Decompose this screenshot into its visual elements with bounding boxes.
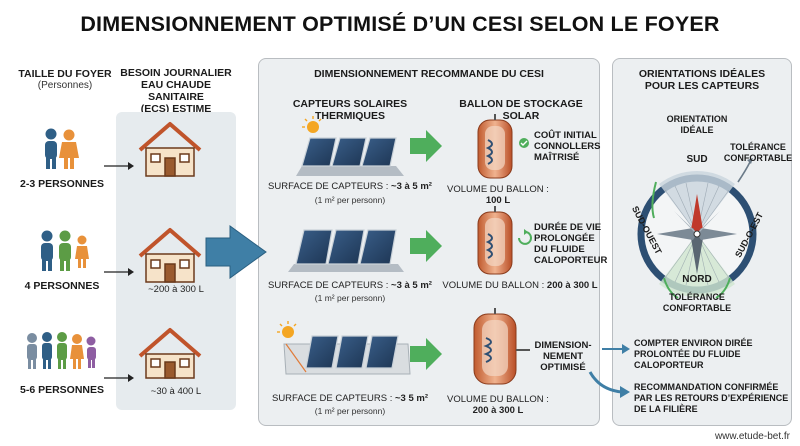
tol-bot-line2: CONFORTABLE bbox=[662, 303, 732, 313]
surface-note-2: (1 m² per personn) bbox=[314, 293, 386, 303]
note-2-line3: DE LA FILIÈRE bbox=[634, 404, 698, 414]
solar-panels-3-icon bbox=[277, 321, 411, 375]
solar-panels-1-icon bbox=[296, 116, 404, 176]
benefit-1-line3: MAÎTRISÉ bbox=[534, 152, 580, 163]
benefit-1: COÛT INITIAL CONNOLLERS MAÎTRISÉ bbox=[534, 130, 604, 163]
big-blue-arrow bbox=[205, 225, 267, 279]
surface-label-2: SURFACE DE CAPTEURS : ~3 à 5 m² bbox=[262, 280, 438, 291]
note-1-line3: CALOPORTEUR bbox=[634, 360, 704, 370]
volume-value-3: 200 à 300 L bbox=[472, 405, 524, 416]
house-2-icon bbox=[138, 228, 202, 283]
surface-label-1: SURFACE DE CAPTEURS : ~3 à 5 m² bbox=[262, 181, 438, 192]
compass-sud: SUD bbox=[686, 154, 708, 165]
volume-text-2: VOLUME DU BALLON : bbox=[442, 280, 547, 291]
volume-label-2: VOLUME DU BALLON : 200 à 300 L bbox=[440, 280, 600, 291]
surface-note-1: (1 m² per personn) bbox=[314, 195, 386, 205]
note-arrows bbox=[588, 344, 630, 398]
household-header-subtitle: (Personnes) bbox=[37, 80, 93, 91]
volume-label-3: VOLUME DU BALLON : 200 à 300 L bbox=[440, 394, 556, 416]
volume-label-1: VOLUME DU BALLON : 100 L bbox=[440, 184, 556, 206]
need-label-2: ~200 à 300 L bbox=[148, 284, 204, 295]
benefit-2-line4: CALOPORTEUR bbox=[534, 255, 608, 266]
household-header-title: TAILLE DU FOYER bbox=[18, 68, 112, 80]
household-header: TAILLE DU FOYER (Personnes) bbox=[14, 68, 116, 92]
refresh-icon bbox=[518, 229, 532, 245]
compass-nord: NORD bbox=[682, 274, 712, 285]
ballon-header: BALLON DE STOCKAGE SOLAR bbox=[459, 98, 583, 122]
orientation-title-line1: ORIENTATIONS IDÉALES bbox=[638, 68, 766, 80]
surface-label-3: SURFACE DE CAPTEURS : ~3 5 m² bbox=[262, 393, 438, 404]
benefit-3: DIMENSION- NEMENT OPTIMISÉ bbox=[528, 340, 598, 373]
tank-2-icon bbox=[477, 206, 513, 275]
house-1-icon bbox=[138, 122, 202, 177]
need-label-3: ~30 à 400 L bbox=[150, 386, 202, 397]
benefit-2-line2: PROLONGÉE bbox=[534, 233, 595, 244]
ideal-line2: IDÉALE bbox=[680, 125, 714, 135]
surface-value-3: ~3 5 m² bbox=[394, 393, 428, 404]
surface-text-3: SURFACE DE CAPTEURS : bbox=[271, 393, 395, 404]
people-4-icon bbox=[41, 230, 89, 271]
volume-text-3: VOLUME DU BALLON : bbox=[447, 394, 549, 405]
note-1-line1: COMPTER ENVIRON DIRÉE bbox=[634, 338, 753, 348]
surface-note-3: (1 m² per personn) bbox=[314, 406, 386, 416]
volume-text-1: VOLUME DU BALLON : bbox=[447, 184, 549, 195]
volume-value-1: 100 L bbox=[485, 195, 511, 206]
compass-icon bbox=[637, 158, 757, 299]
benefit-1-line1: COÛT INITIAL bbox=[534, 130, 597, 141]
note-2-line2: PAR LES RETOURS D’EXPÉRIENCE bbox=[634, 393, 789, 403]
ideal-orientation-label: ORIENTATION IDÉALE bbox=[652, 114, 742, 136]
note-1-line2: PROLONTÉE DU FLUIDE bbox=[634, 349, 741, 359]
ecs-header-line2: EAU CHAUDE SANITAIRE bbox=[140, 79, 211, 103]
check-icon bbox=[519, 138, 529, 148]
orientation-title-line2: POUR LES CAPTEURS bbox=[644, 80, 760, 92]
surface-value-2: ~3 à 5 m² bbox=[391, 280, 432, 291]
tank-3-icon bbox=[473, 308, 530, 385]
green-arrows bbox=[410, 130, 442, 370]
benefit-2-line3: DU FLUIDE bbox=[534, 244, 585, 255]
note-2: RECOMMANDATION CONFIRMÉE PAR LES RETOURS… bbox=[634, 382, 796, 415]
tank-1-icon bbox=[477, 114, 513, 179]
benefit-3-line3: OPTIMISÉ bbox=[540, 362, 586, 373]
page-title: DIMENSIONNEMENT OPTIMISÉ D’UN CESI SELON… bbox=[80, 12, 720, 36]
note-1: COMPTER ENVIRON DIRÉE PROLONTÉE DU FLUID… bbox=[634, 338, 794, 371]
household-label-1: 2-3 PERSONNES bbox=[19, 178, 105, 190]
ideal-line1: ORIENTATION bbox=[666, 114, 728, 124]
surface-value-1: ~3 à 5 m² bbox=[391, 181, 432, 192]
note-2-line1: RECOMMANDATION CONFIRMÉE bbox=[634, 382, 779, 392]
surface-text-1: SURFACE DE CAPTEURS : bbox=[268, 181, 392, 192]
people-2-3-icon bbox=[45, 128, 79, 169]
benefit-1-line2: CONNOLLERS bbox=[534, 141, 601, 152]
benefit-3-line2: NEMENT bbox=[542, 351, 584, 362]
benefit-3-line1: DIMENSION- bbox=[534, 340, 592, 351]
surface-text-2: SURFACE DE CAPTEURS : bbox=[268, 280, 392, 291]
household-label-2: 4 PERSONNES bbox=[24, 280, 100, 292]
benefit-2: DURÉE DE VIE PROLONGÉE DU FLUIDE CALOPOR… bbox=[534, 222, 608, 266]
house-3-icon bbox=[138, 328, 202, 379]
tolerance-top-label: TOLÉRANCE CONFORTABLE bbox=[718, 142, 798, 164]
benefit-2-line1: DURÉE DE VIE bbox=[534, 222, 602, 233]
ecs-header-line1: BESOIN JOURNALIER bbox=[120, 67, 232, 79]
tol-bot-line1: TOLÉRANCE bbox=[669, 292, 725, 302]
household-arrows bbox=[104, 162, 134, 382]
household-label-3: 5-6 PERSONNES bbox=[19, 384, 105, 396]
people-5-6-icon bbox=[27, 332, 96, 369]
tol-top-line1: TOLÉRANCE bbox=[730, 142, 786, 152]
volume-value-2: 200 à 300 L bbox=[546, 280, 598, 291]
solar-panels-2-icon bbox=[288, 229, 404, 272]
tolerance-bottom-label: TOLÉRANCE CONFORTABLE bbox=[652, 292, 742, 314]
orientation-panel-title: ORIENTATIONS IDÉALES POUR LES CAPTEURS bbox=[612, 68, 792, 92]
tol-top-line2: CONFORTABLE bbox=[723, 153, 793, 163]
footer-url: www.etude-bet.fr bbox=[714, 431, 790, 442]
capteurs-header: CAPTEURS SOLAIRES THERMIQUES bbox=[292, 98, 408, 122]
recommended-panel-title: DIMENSIONNEMENT RECOMMANDE DU CESI bbox=[314, 68, 544, 80]
